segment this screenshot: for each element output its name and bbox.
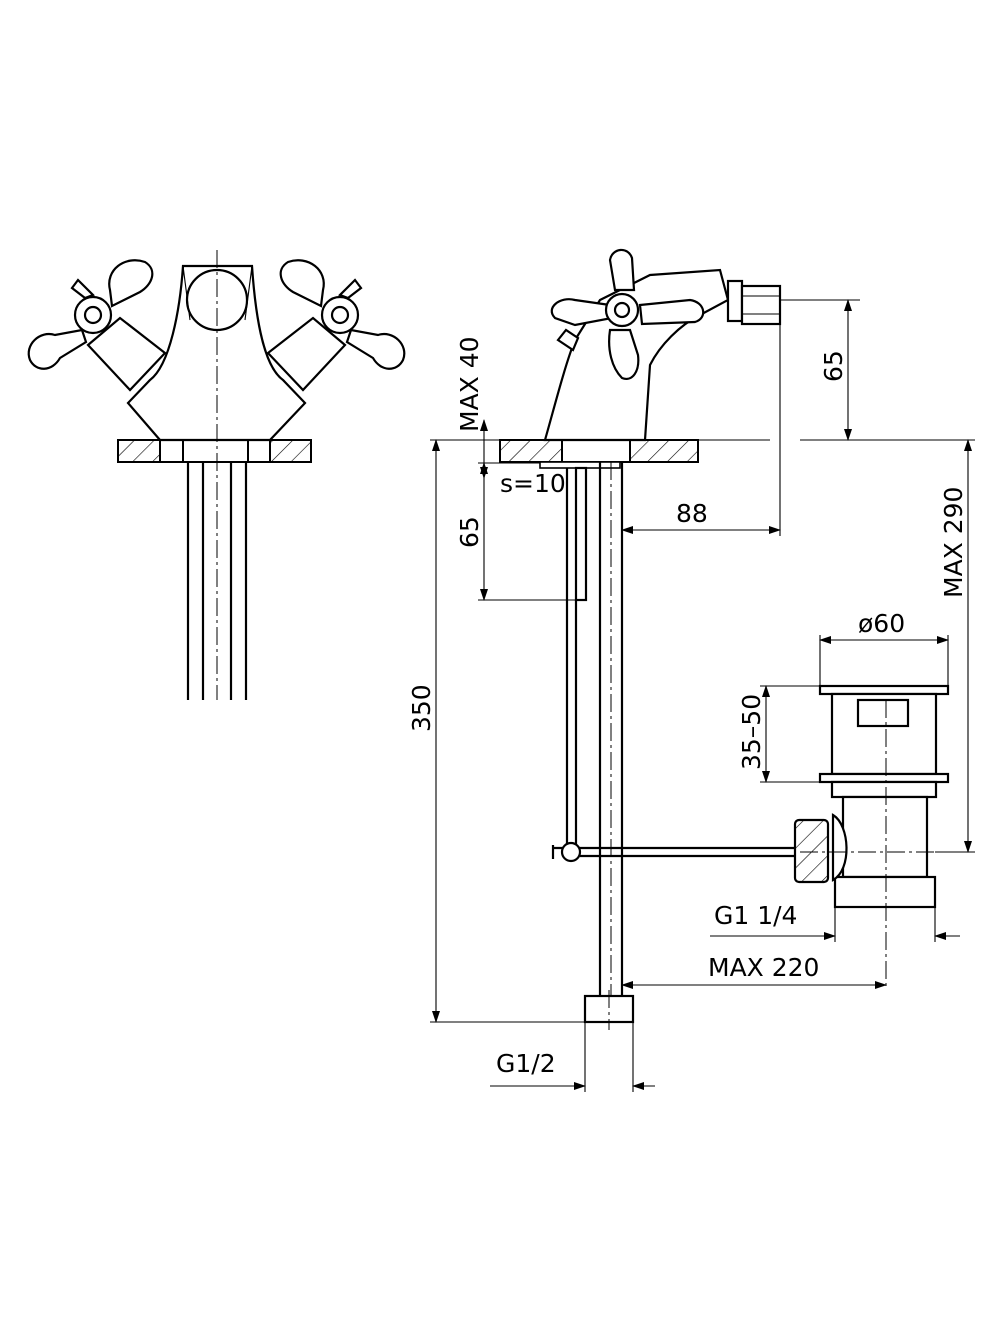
dim-g1-1-4: G1 1/4 <box>714 901 797 930</box>
side-waste-assembly <box>793 684 960 990</box>
side-handle <box>550 248 705 380</box>
front-right-handle <box>279 259 406 370</box>
dim-88: 88 <box>676 499 708 528</box>
front-left-handle <box>27 259 154 370</box>
dim-35-50: 35–50 <box>737 694 766 770</box>
dim-65-left: 65 <box>455 516 484 548</box>
dimensions: MAX 40 s=10 65 88 65 MAX 290 350 ø60 35–… <box>407 299 975 1092</box>
side-pivot-ball <box>560 841 582 863</box>
front-view <box>27 250 406 700</box>
dim-s-10: s=10 <box>500 469 566 498</box>
dim-max-290: MAX 290 <box>939 487 968 598</box>
side-view <box>499 248 960 1030</box>
side-knurled-nut <box>793 818 830 884</box>
front-supply-pipes <box>186 250 248 700</box>
dim-65-right: 65 <box>819 350 848 382</box>
side-pull-rod <box>574 466 588 602</box>
dim-max-220: MAX 220 <box>708 953 819 982</box>
dim-g1-2: G1/2 <box>496 1049 556 1078</box>
dim-max-40: MAX 40 <box>455 336 484 432</box>
dim-diameter-60: ø60 <box>858 609 905 638</box>
side-mixer-body <box>543 268 730 442</box>
dim-350: 350 <box>407 684 436 732</box>
side-aerator <box>726 279 744 323</box>
